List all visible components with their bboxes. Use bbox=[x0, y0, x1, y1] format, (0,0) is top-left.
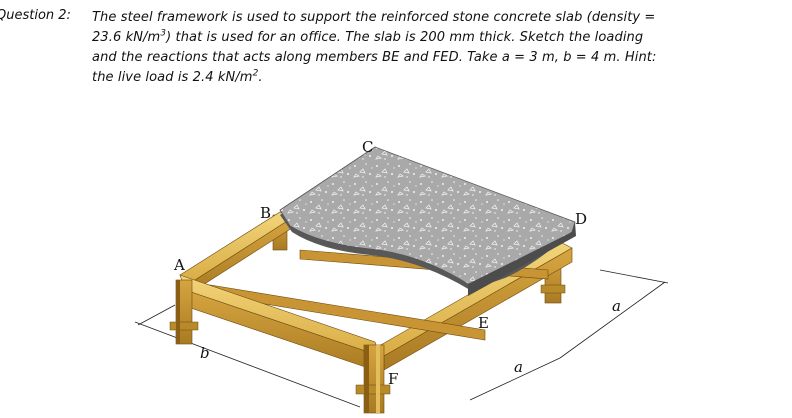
question-label: Question 2: bbox=[0, 8, 71, 23]
question-line-4: the live load is 2.4 kN/m2. bbox=[92, 68, 263, 85]
concrete-slab bbox=[279, 146, 576, 296]
leg-F bbox=[355, 344, 391, 414]
dim-a-upper: a bbox=[612, 297, 621, 315]
label-E: E bbox=[478, 314, 489, 332]
dim-a-lower: a bbox=[514, 358, 523, 376]
question-text: The steel framework is used to support t… bbox=[92, 8, 732, 88]
label-B: B bbox=[260, 204, 271, 222]
question-line-1: The steel framework is used to support t… bbox=[92, 10, 656, 25]
label-D: D bbox=[575, 210, 587, 228]
question-line-3: and the reactions that acts along member… bbox=[92, 50, 657, 65]
label-C: C bbox=[362, 138, 373, 156]
label-A: A bbox=[173, 256, 185, 274]
leg-A bbox=[169, 279, 199, 345]
dimension-lines bbox=[134, 269, 669, 408]
question-line-2: 23.6 kN/m3) that is used for an office. … bbox=[92, 28, 644, 45]
dim-b: b bbox=[200, 344, 210, 362]
label-F: F bbox=[388, 370, 398, 388]
